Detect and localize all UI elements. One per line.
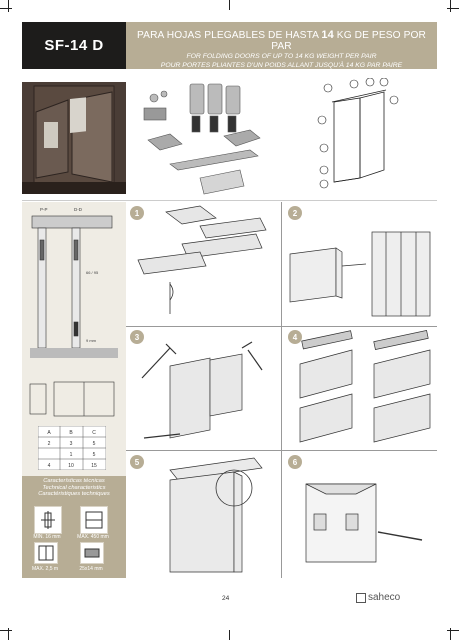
parts-illustration [143,83,261,195]
step-3-illustration [141,341,263,439]
measure-a-label: 66 / 95 [86,270,99,275]
max-height-label: MAX. 2,5 m [31,566,59,572]
table-cell: 3 [70,441,73,447]
door-photo-image [22,82,126,194]
step-grid-line [281,202,282,578]
crop-mark [229,0,230,10]
table-cell: 5 [93,441,96,447]
model-title: SF-14 D [22,22,126,69]
header-subtitle-fr: POUR PORTES PLIANTES D'UN POIDS ALLANT J… [160,62,403,69]
crop-mark [229,630,230,640]
table-cell: C [92,430,96,436]
header-title: PARA HOJAS PLEGABLES DE HASTA 14 KG DE P… [126,29,437,52]
crop-mark [447,8,459,9]
parts-table: A B C 2 3 5 1 5 4 10 15 [37,425,107,471]
brand-logo: saheco [356,592,400,603]
crop-mark [8,0,9,12]
crop-mark [0,630,12,631]
step-6-badge: 6 [288,455,302,469]
characteristics-en: Technical characteristics [42,484,106,491]
characteristics-fr: Caractéristiques techniques [38,491,110,497]
max-width-label: MAX. 450 mm [77,534,109,540]
section-drawing: P-P D-D 66 / 95 9 mm [30,207,118,358]
step-4-illustration [299,330,431,443]
step-5-illustration [169,457,263,573]
assembly-drawing [317,78,399,189]
min-thickness-icon [34,506,62,534]
step-6-illustration [305,483,423,563]
table-cell: 15 [91,463,97,469]
parts-table-grid: A B C 2 3 5 1 5 4 10 15 [37,425,107,471]
table-cell: 2 [48,441,51,447]
header-subtitle-en: FOR FOLDING DOORS OF UP TO 14 KG WEIGHT … [186,53,377,60]
table-cell: 5 [93,452,96,458]
step-2-illustration [289,231,431,317]
max-width-icon [80,506,108,534]
table-cell: 10 [68,463,74,469]
header-title-prefix: PARA HOJAS PLEGABLES DE HASTA [137,30,319,41]
step-4-badge: 4 [288,330,302,344]
step-3-badge: 3 [130,330,144,344]
crop-mark [8,628,9,640]
header-title-weight: 14 [321,29,334,41]
dd-label: D-D [74,207,83,212]
section-divider [22,200,437,201]
step-1-illustration [137,205,267,314]
step-2-badge: 2 [288,206,302,220]
crop-mark [447,630,459,631]
min-thickness-label: MIN. 16 mm [33,534,61,540]
table-cell: 1 [70,452,73,458]
characteristics-es: Características técnicas [43,478,105,484]
door-photo [22,82,126,194]
step-5-badge: 5 [130,455,144,469]
header-banner: PARA HOJAS PLEGABLES DE HASTA 14 KG DE P… [126,22,437,69]
pp-label: P-P [40,207,48,212]
profile-label: 25x14 mm [79,566,103,572]
brand-name: saheco [368,592,401,603]
folding-door-drawing [29,381,115,417]
table-cell: B [69,430,73,436]
max-height-icon [34,542,58,564]
characteristics-heading: Características técnicas Technical chara… [22,478,126,498]
measure-b-label: 9 mm [86,338,97,343]
header-title-suffix: KG DE PESO POR PAR [271,30,426,52]
brand-logo-icon [356,592,366,603]
profile-icon [80,542,104,564]
page-number: 24 [222,595,230,602]
crop-mark [450,628,451,640]
step-1-badge: 1 [130,206,144,220]
crop-mark [450,0,451,12]
crop-mark [0,8,12,9]
table-cell: 4 [48,463,51,469]
table-cell: A [47,430,51,436]
